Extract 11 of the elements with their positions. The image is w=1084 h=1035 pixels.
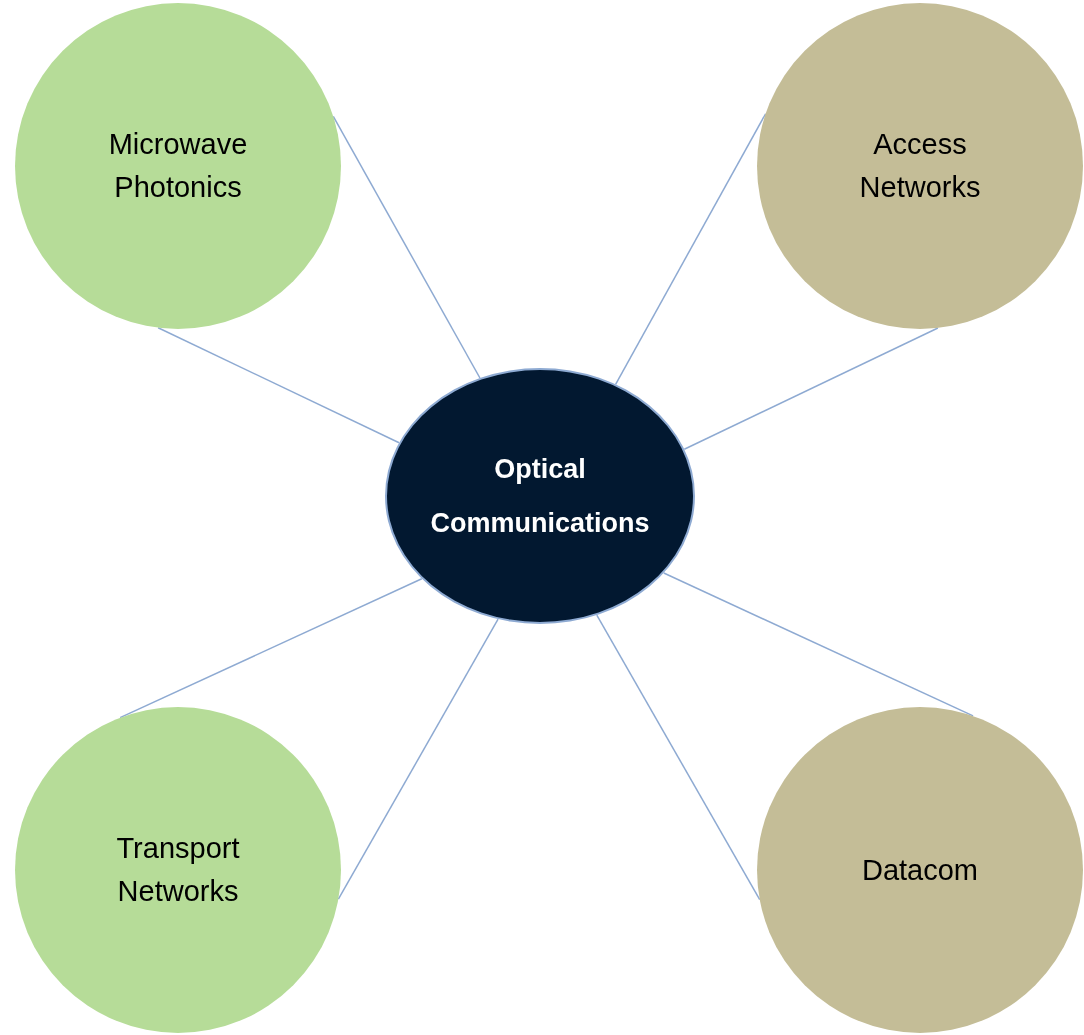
connector-line (596, 614, 761, 901)
topic-label: Datacom (861, 852, 978, 888)
connector-line (332, 115, 481, 379)
connector-line (119, 578, 423, 719)
topic-label: Optical Communications (429, 453, 651, 540)
connector-line (663, 572, 974, 717)
topic-label: Access Networks (858, 127, 982, 205)
topic-label: Microwave Photonics (107, 127, 249, 205)
connector-line (337, 618, 499, 900)
connector-line (614, 113, 767, 385)
topic-label: Transport Networks (115, 831, 241, 909)
